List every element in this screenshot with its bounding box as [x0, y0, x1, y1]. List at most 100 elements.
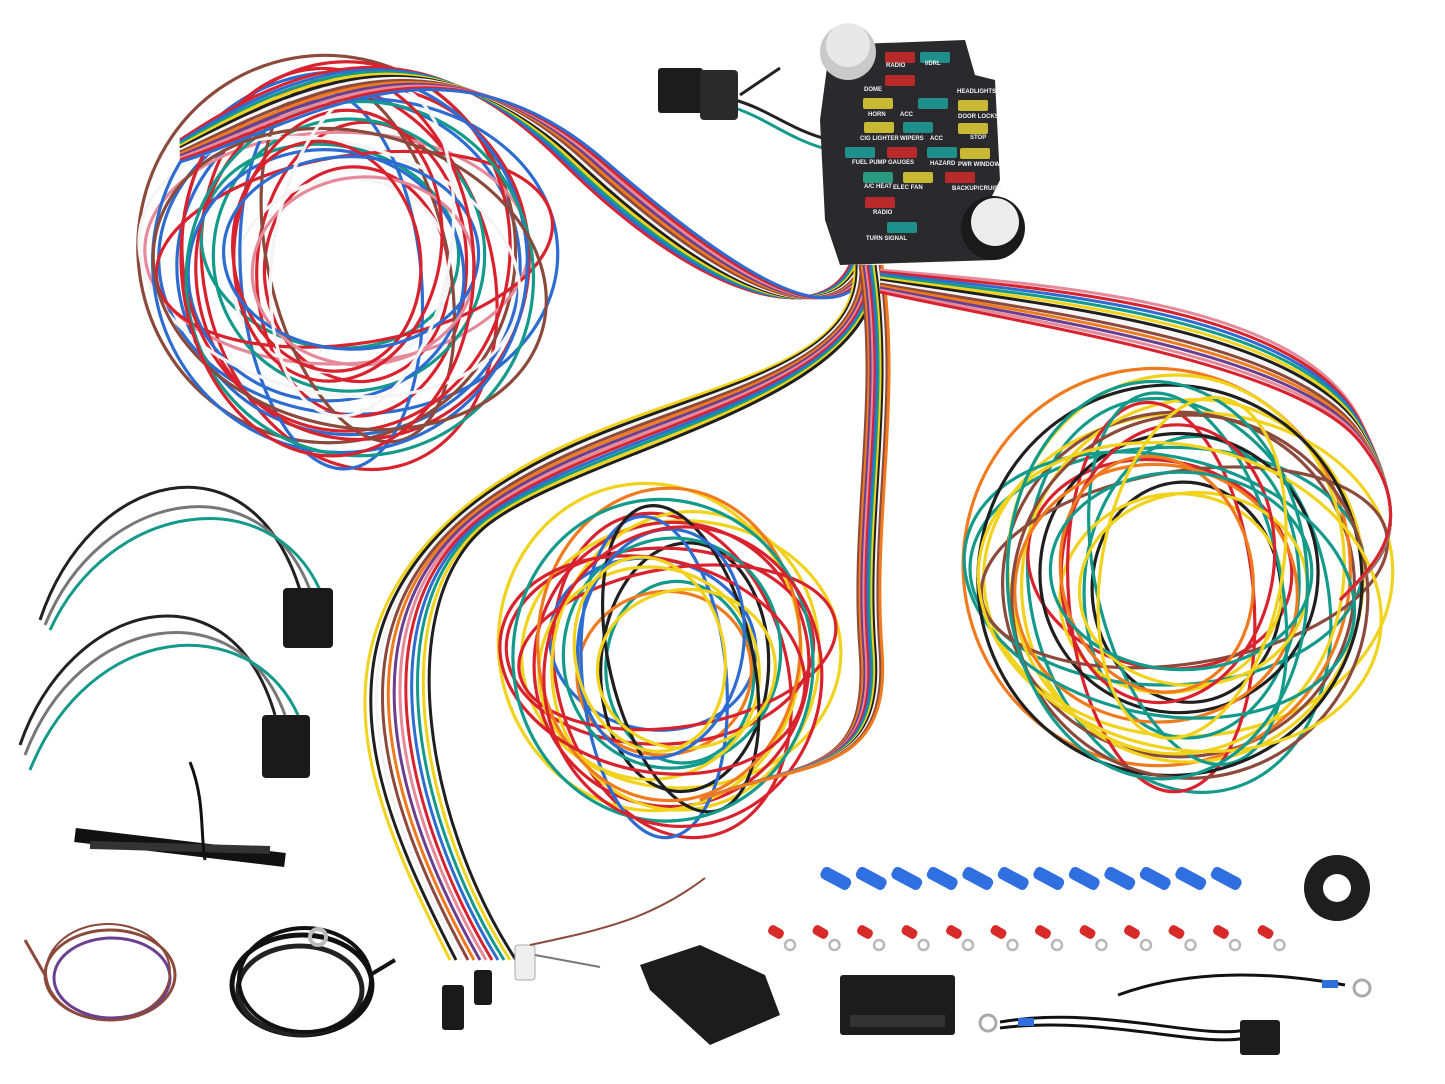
wire-coil-brown-purple [23, 923, 177, 1022]
fuse-label: TURN SIGNAL [866, 236, 907, 242]
butt-splice-connector [997, 866, 1029, 890]
fuses [845, 52, 990, 233]
blade-fuse [863, 98, 893, 109]
ring-terminal-eye [1184, 938, 1197, 952]
wire-bundle-strand [404, 264, 871, 961]
fuse-label: BACKUP/CRUISE [952, 186, 1002, 192]
blade-fuse [920, 52, 950, 63]
wire-loop [231, 139, 423, 373]
wire-bundle-strand [421, 264, 877, 961]
blade-fuse [845, 147, 875, 158]
ring-terminals [768, 925, 1286, 952]
ring-terminal-eye [1273, 938, 1286, 952]
ring-terminal-eye [828, 938, 841, 952]
bulkhead-connector-2 [840, 975, 955, 1035]
blade-fuse [887, 147, 917, 158]
blade-fuse [887, 222, 917, 233]
fuse-label: PWR WINDOW [958, 162, 1000, 168]
wire-bundle-strand [392, 264, 867, 961]
wire-loop [595, 587, 777, 750]
wire-bundle-strand [427, 264, 879, 961]
ring-terminal-eye [1228, 938, 1242, 952]
ring-terminal-eye [1050, 938, 1064, 952]
wire-loop [542, 525, 824, 829]
fuse-label: HEADLIGHTS [957, 89, 996, 95]
fuse-label: HORN [868, 112, 886, 118]
wire-loop [599, 541, 771, 794]
wire-loop [536, 486, 802, 803]
blade-fuse [863, 172, 893, 183]
blade-fuse [918, 98, 948, 109]
ring-terminal [308, 927, 328, 947]
butt-splice-connector [1104, 866, 1136, 890]
blade-fuse [864, 122, 894, 133]
ground-wire-coil [229, 926, 397, 1038]
butt-splice-connector [1033, 866, 1065, 890]
wire-loop [211, 117, 487, 393]
rubber-grommet [1304, 855, 1370, 921]
wire-bundle-strand [398, 264, 869, 961]
wire-loop [572, 555, 728, 753]
wire-loop [1013, 462, 1299, 724]
blade-fuse [927, 147, 957, 158]
ring-terminal [857, 925, 873, 939]
butt-splice-connector [820, 866, 852, 890]
blade-fuse [885, 75, 915, 86]
wire-loop [511, 497, 815, 823]
blade-fuse [903, 172, 933, 183]
ring-terminal-eye [961, 938, 975, 952]
harness-end-connectors [442, 877, 706, 1030]
blade-fuse [865, 197, 895, 208]
fuse-label: GAUGES [888, 160, 914, 166]
wire-bundle-strand [386, 264, 865, 961]
ring-terminal-eye [872, 938, 886, 952]
wire-loop [232, 108, 444, 383]
fuse-label: STOP [970, 135, 986, 141]
ring-terminal [1035, 925, 1051, 939]
fuse-label: WIPERS [900, 136, 924, 142]
wire-loop [1059, 423, 1277, 705]
wire-loop [1058, 454, 1255, 694]
relay-pigtail-2 [18, 614, 310, 778]
zip-ties-bundle [74, 761, 286, 867]
wire-loop [1038, 431, 1320, 715]
fuse-label: DOME [864, 87, 882, 93]
wire-coils [136, 53, 1395, 840]
relay-socket [283, 588, 333, 648]
fuse-label: RADIO [873, 210, 893, 216]
butt-splice-connector [1175, 866, 1207, 890]
butt-splice-connector [1210, 866, 1242, 890]
wire-loop [1005, 379, 1310, 781]
butt-splice-connectors [820, 866, 1242, 890]
wire-loop [976, 440, 1383, 754]
ring-terminal [768, 925, 784, 939]
butt-splice-connector [926, 866, 958, 890]
relay-pigtail-1 [38, 485, 333, 648]
butt-splice-connector [962, 866, 994, 890]
ring-terminal [1079, 925, 1096, 939]
fuse-label: FUEL PUMP [852, 160, 887, 166]
blade-fuse [958, 100, 988, 111]
fuse-label: CIG LIGHTER [860, 136, 899, 142]
ring-terminal-eye [1006, 938, 1019, 952]
butt-splice-connector [891, 866, 923, 890]
wire-loop [221, 155, 481, 351]
wire-bundle-strand [380, 264, 863, 961]
wire-loop [561, 536, 783, 770]
wire-bundle-strand [699, 264, 891, 802]
blade-fuse [958, 123, 988, 134]
wire-loop [604, 579, 756, 765]
wire-bundle-strand [416, 264, 875, 961]
wire-loop [179, 66, 476, 458]
wire-loop [151, 126, 548, 432]
ring-terminal [1168, 925, 1185, 939]
wire-bundle-strand [363, 264, 857, 961]
ring-terminal [1124, 925, 1140, 939]
fuse-label: A/C HEAT [864, 184, 892, 190]
wire-bundle-strand [179, 88, 874, 300]
wire-loop [137, 135, 522, 399]
fuse-label: I/DRL [925, 61, 941, 67]
wire-bundle-strand [375, 264, 861, 961]
